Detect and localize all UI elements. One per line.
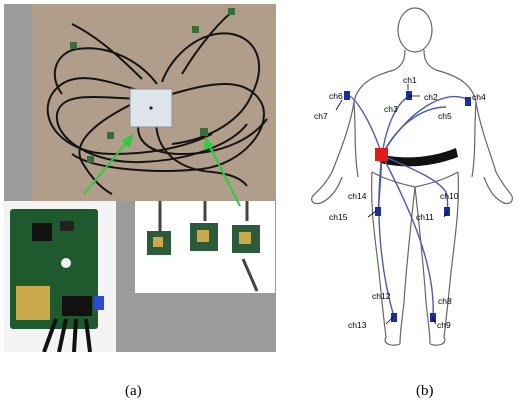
label-ch6: ch6 [329, 91, 343, 101]
waist-belt [378, 148, 458, 167]
label-ch15: ch15 [329, 212, 348, 222]
label-ch3: ch3 [384, 104, 398, 114]
panel-a-photo-collage [4, 4, 276, 353]
sensor-nodes-illustration [147, 201, 260, 292]
label-ch9: ch9 [437, 320, 451, 330]
callout-arrows [83, 133, 241, 207]
label-ch4: ch4 [472, 92, 486, 102]
human-body-outline [311, 7, 513, 346]
label-ch13: ch13 [348, 320, 367, 330]
panel-b-body-diagram: ch1 ch2 ch3 ch4 ch5 ch6 ch7 ch8 ch9 ch10… [296, 2, 518, 352]
caption-b: (b) [416, 383, 434, 399]
label-ch2: ch2 [424, 92, 438, 102]
label-ch14: ch14 [348, 191, 367, 201]
photo-sensor-network [32, 4, 276, 201]
label-ch10: ch10 [440, 191, 459, 201]
sensor-node-icons [70, 8, 235, 163]
circuit-board-illustration [10, 209, 104, 353]
label-ch11: ch11 [416, 212, 434, 222]
body-sensor-diagram: ch1 ch2 ch3 ch4 ch5 ch6 ch7 ch8 ch9 ch10… [311, 7, 513, 346]
caption-a: (a) [125, 383, 142, 399]
blue-sensor-node-icons [344, 91, 471, 322]
photo-sensor-nodes [135, 201, 275, 293]
red-hub-icon [375, 148, 388, 161]
label-ch5: ch5 [438, 111, 452, 121]
cable-network-illustration [46, 8, 268, 195]
photo-circuit-board [4, 201, 116, 353]
label-ch8: ch8 [438, 296, 452, 306]
label-ch7: ch7 [314, 111, 328, 121]
channel-pointer-arrows [335, 84, 449, 325]
label-ch1: ch1 [403, 75, 417, 85]
label-ch12: ch12 [372, 291, 391, 301]
